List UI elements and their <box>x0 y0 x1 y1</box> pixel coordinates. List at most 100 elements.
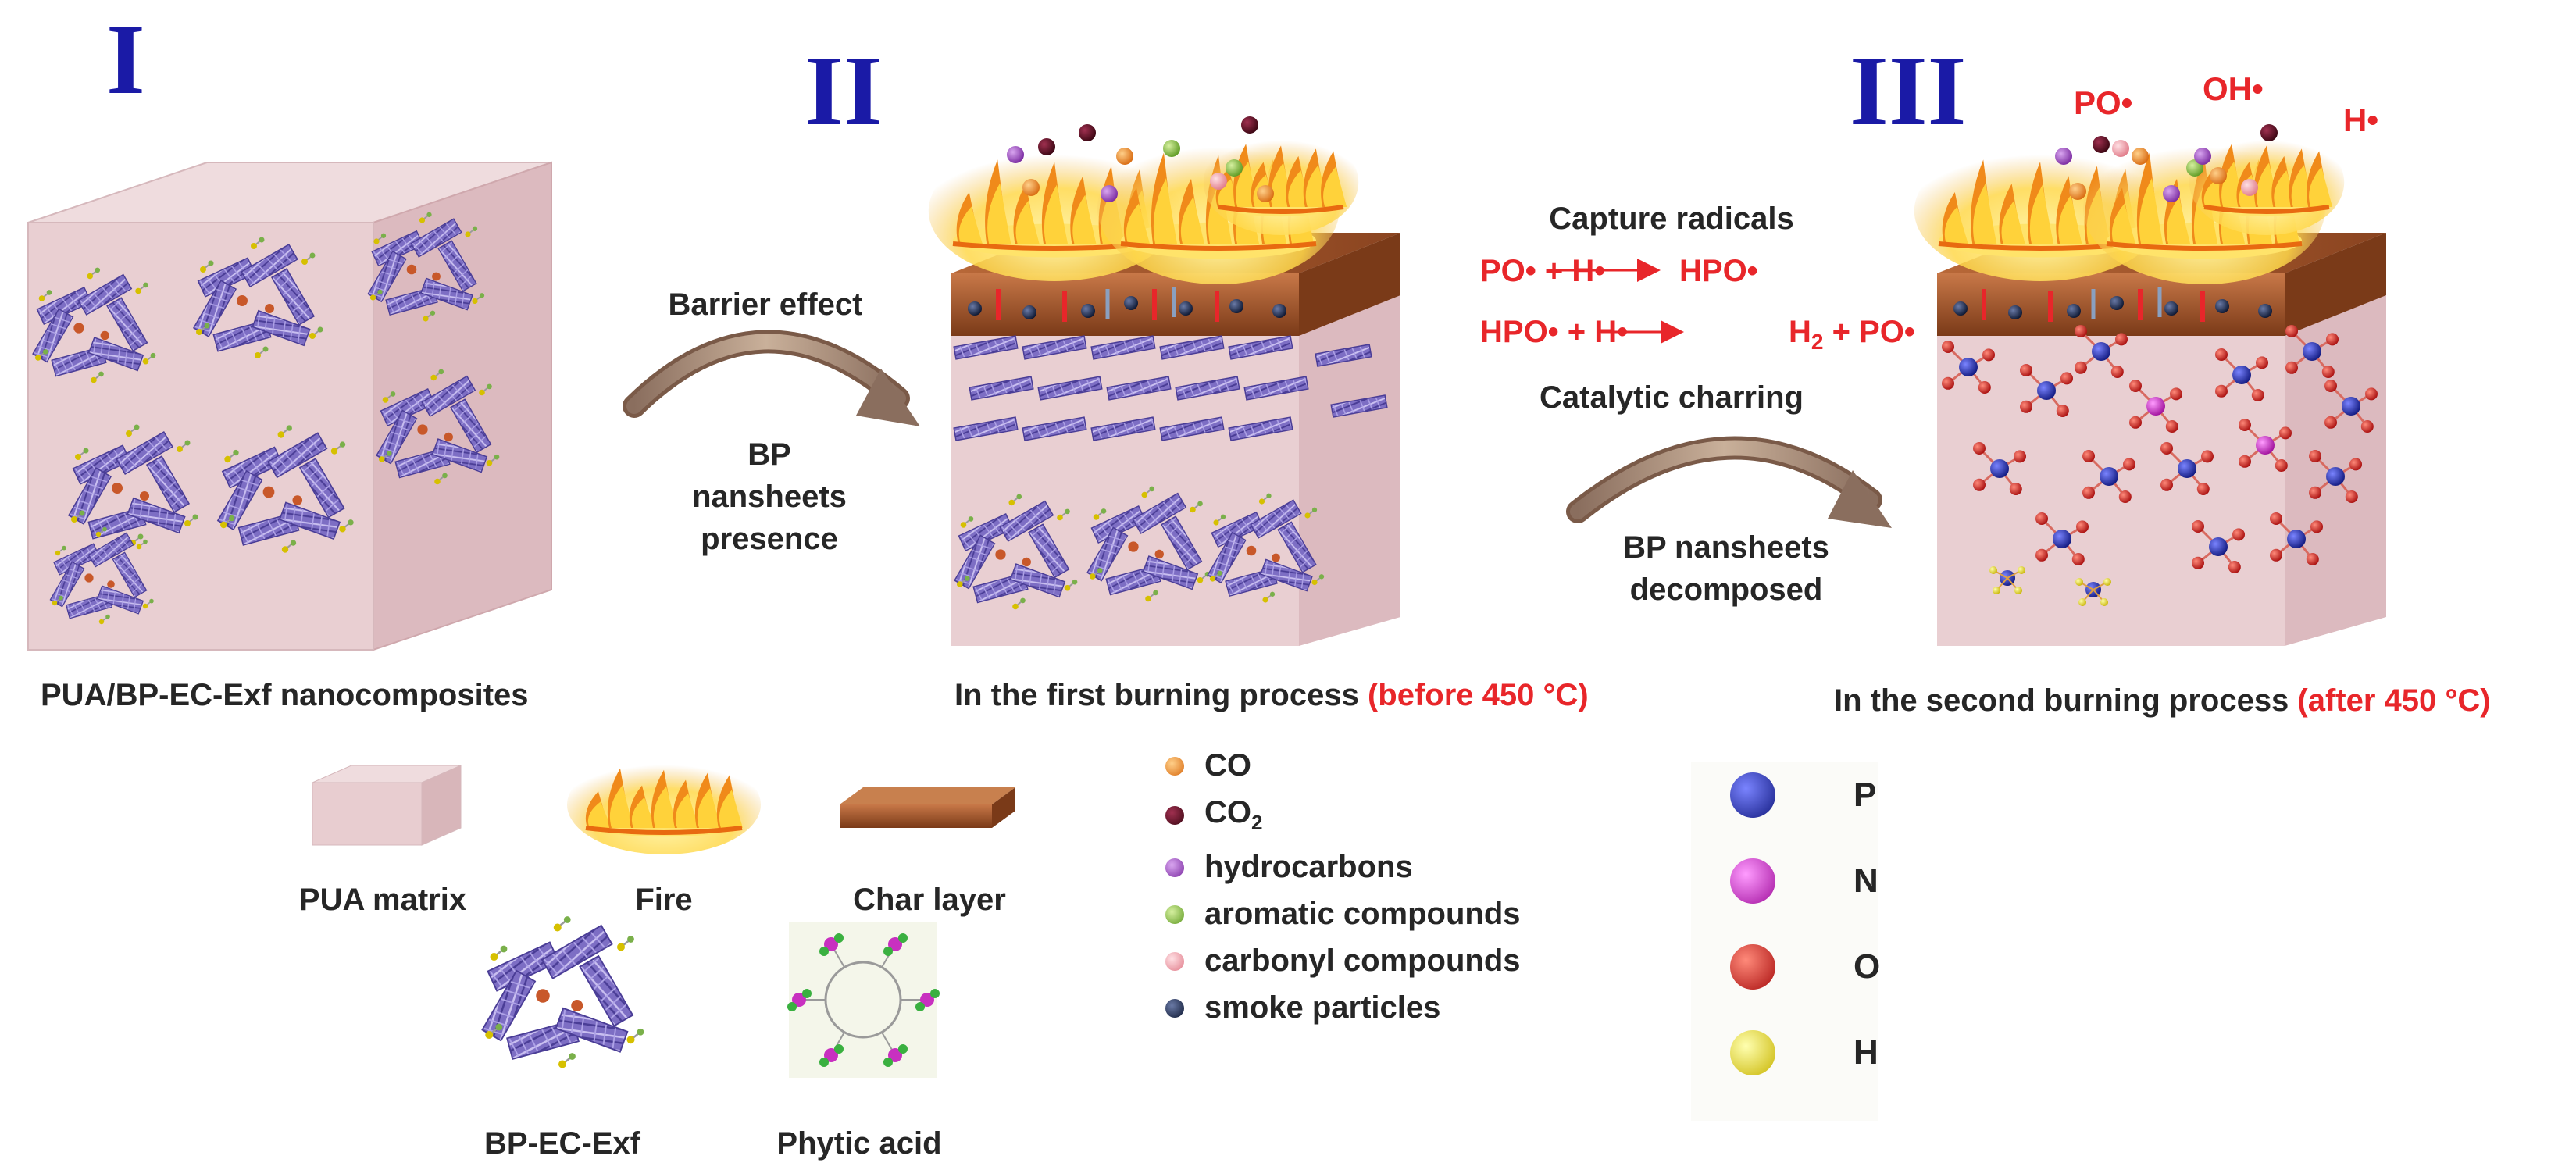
gas-legend-item: hydrocarbons <box>1165 850 1413 885</box>
capture-radicals-label: Capture radicals <box>1549 202 1794 236</box>
oxygen-atom <box>2326 333 2339 346</box>
bp-nanosheet <box>1037 376 1103 401</box>
phosphate-molecule <box>2215 348 2268 401</box>
bp-nanosheet <box>112 551 148 598</box>
bp-nanosheet <box>106 297 148 352</box>
bp-nanosheet <box>1228 335 1293 360</box>
bp-ec-exf-cluster <box>49 526 154 625</box>
hydrated-phosphate <box>2075 578 2111 606</box>
pua-matrix-block-icon <box>312 765 462 846</box>
gas-molecule <box>2055 148 2072 165</box>
oxygen-atom <box>2192 520 2204 533</box>
phosphorus-site <box>888 936 902 951</box>
oxygen-atom <box>2270 548 2282 562</box>
bp-nanosheet <box>1250 499 1302 539</box>
oxygen-atom <box>2239 455 2251 468</box>
oxygen-atom <box>2170 387 2182 401</box>
oxygen-site <box>787 1002 797 1011</box>
phosphate-molecule <box>2035 512 2089 565</box>
bp-nanosheet <box>1159 335 1225 360</box>
gas-molecule <box>1163 140 1180 157</box>
oxygen-site <box>898 1044 908 1054</box>
bp-nanosheet <box>410 218 462 258</box>
bp-nanosheet <box>1009 563 1066 598</box>
oxygen-atom <box>2115 333 2128 346</box>
oxygen-atom <box>2082 450 2095 462</box>
bp-nanosheet <box>431 438 488 473</box>
radical-oh: OH• <box>2203 70 2264 107</box>
oxygen-atom <box>2056 405 2069 417</box>
bp-ec-exf-cluster <box>367 212 485 322</box>
hydrocarbons-icon <box>1165 858 1184 877</box>
oxygen-atom <box>2160 478 2173 491</box>
bp-nanosheet <box>1277 521 1317 573</box>
gas-legend-item: CO <box>1165 748 1251 783</box>
bp-decomposed-label: BP nansheets decomposed <box>1623 530 1829 607</box>
phosphorus-atom <box>1990 459 2009 478</box>
hydrogen-atom <box>2078 598 2086 606</box>
barrier-arrow <box>623 330 920 426</box>
oxygen-site <box>898 933 908 943</box>
phytic-acid-molecule-icon <box>787 922 940 1078</box>
hydrated-phosphate <box>1989 566 2025 594</box>
gas-molecule <box>2241 179 2258 196</box>
smoke-particle <box>2110 296 2124 310</box>
oxygen-icon <box>1730 944 1775 990</box>
phosphorus-icon <box>1730 772 1775 818</box>
bp-nanosheet <box>953 416 1019 441</box>
phosphorus-atom <box>2146 397 2165 416</box>
bp-nanosheet <box>1228 416 1293 441</box>
hydrogen-atom <box>2014 587 2022 594</box>
smoke-particle <box>1229 299 1243 313</box>
radical-po: PO• <box>2074 84 2133 121</box>
flame <box>2189 130 2345 235</box>
gas-molecule <box>2093 136 2110 153</box>
bp-nanosheet <box>116 430 173 476</box>
barrier-effect-label: Barrier effect <box>668 287 863 322</box>
oxygen-atom <box>2129 416 2142 429</box>
smoke-particle <box>1179 301 1193 316</box>
oxygen-site <box>883 1058 893 1068</box>
phosphorus-atom <box>2209 537 2228 556</box>
phosphorus-site <box>824 936 838 951</box>
phosphorus-atom <box>2178 459 2196 478</box>
oxygen-atom <box>1973 478 1986 491</box>
gas-molecule <box>1022 179 1040 196</box>
bp-nanosheet <box>1142 555 1199 590</box>
gas-molecule <box>1038 138 1055 155</box>
bp-nanosheet <box>1106 376 1172 401</box>
gas-legend-item: aromatic compounds <box>1165 897 1521 932</box>
hydrogen-atom <box>1989 566 1997 574</box>
equation-2-right: H2 + PO• <box>1789 315 1915 354</box>
bp-nanosheet <box>1243 376 1309 401</box>
phosphorus-site <box>792 993 806 1007</box>
oxygen-atom <box>2256 356 2268 369</box>
smoke-particle <box>2067 304 2081 318</box>
bp-nanosheet <box>421 375 476 417</box>
oxygen-atom <box>2160 442 2173 455</box>
bp-nanosheet <box>87 532 134 568</box>
oxygen-atom <box>2321 366 2335 378</box>
carbonyl-compounds-icon <box>1165 951 1184 971</box>
oxygen-atom <box>1982 348 1995 362</box>
oxygen-atom <box>2076 520 2089 533</box>
catalytic-charring-label: Catalytic charring <box>1540 380 1804 415</box>
gas-molecule <box>2132 148 2149 165</box>
charring-arrow <box>1554 259 1892 528</box>
bp-nanosheet <box>1159 416 1225 441</box>
gas-molecule <box>2210 167 2227 184</box>
gas-legend-item: smoke particles <box>1165 990 1440 1026</box>
bp-ec-exf-cluster <box>1207 493 1325 603</box>
gas-molecule <box>2163 185 2180 202</box>
bp-nanosheet <box>279 501 341 540</box>
legend-phytic-acid-label: Phytic acid <box>776 1126 942 1161</box>
phosphorus-atom <box>2287 530 2306 548</box>
phosphate-molecule <box>2192 520 2245 573</box>
oxygen-site <box>834 1044 844 1054</box>
stage-1-cube <box>27 161 552 651</box>
bp-nanosheet <box>1090 416 1156 441</box>
bp-nanosheet <box>999 500 1054 542</box>
gas-molecule <box>1116 148 1133 165</box>
element-legend: P N O H <box>1691 762 1880 1121</box>
